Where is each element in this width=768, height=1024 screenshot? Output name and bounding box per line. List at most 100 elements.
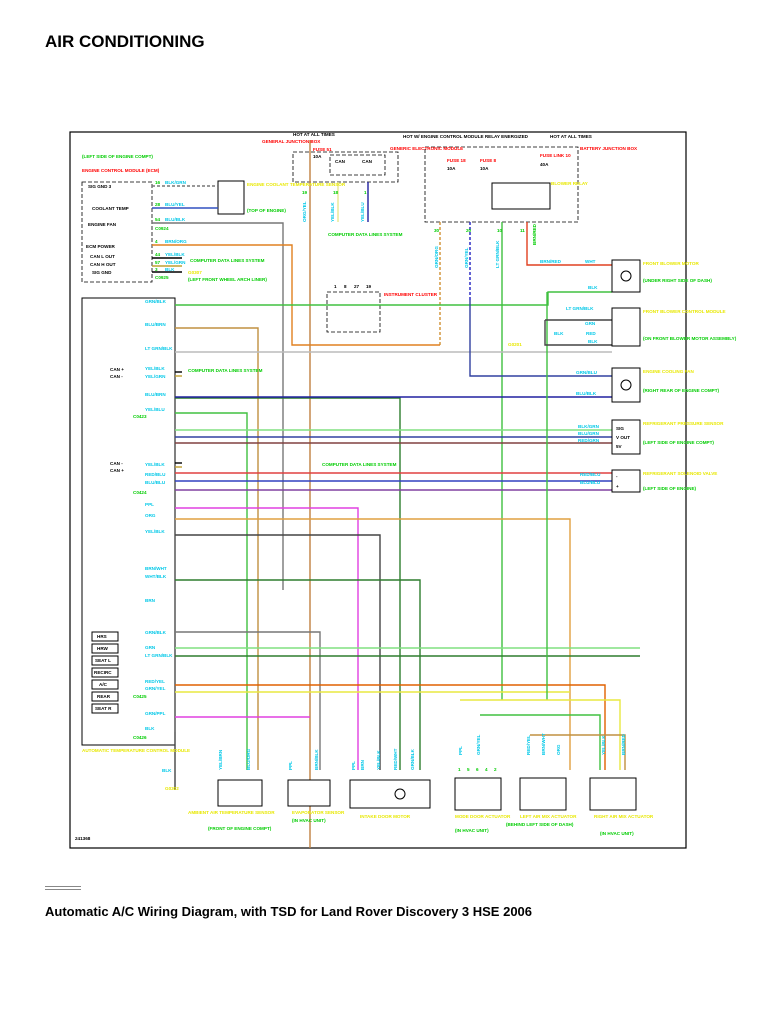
instrument-cluster-box <box>326 291 381 333</box>
wires <box>152 140 640 848</box>
pin-number: 1 <box>364 190 367 195</box>
wire-label: YEL/GRN <box>165 260 186 265</box>
wire-label: GRN/PPL <box>145 711 166 716</box>
wire-label: BLU/BLU <box>145 480 166 485</box>
wire-label: YEL/BLK <box>145 366 165 371</box>
label: FUSE 18 <box>447 158 466 163</box>
figure-caption: Automatic A/C Wiring Diagram, with TSD f… <box>45 904 533 919</box>
label: (LEFT SIDE OF ENGINE COMPT) <box>82 154 153 159</box>
label: FRONT BLOWER MOTOR <box>643 261 699 266</box>
wire-label: YEL/BLK <box>145 462 165 467</box>
label: 10A <box>447 166 456 171</box>
wire-label: BLU/BLU <box>580 480 601 485</box>
left-air-mix-actuator <box>519 777 567 811</box>
wire-label: PPL <box>351 761 356 770</box>
label: (LEFT FRONT WHEEL ARCH LINER) <box>188 277 267 282</box>
page-title: AIR CONDITIONING <box>45 32 205 51</box>
wire-label: BRN/RED <box>532 223 537 245</box>
evaporator-sensor <box>287 779 331 807</box>
can-label: CAN + <box>110 367 124 372</box>
wire-label: PPL <box>145 502 154 507</box>
connector-label: C0924 <box>155 226 169 231</box>
mode-door-actuator <box>454 777 502 811</box>
pin-label: + <box>616 484 619 489</box>
wire-label: BRN/RED <box>621 733 626 755</box>
ecm-box <box>81 181 153 283</box>
label: BATTERY JUNCTION BOX <box>580 146 638 151</box>
wire-label: RED/YEL <box>145 679 165 684</box>
label: (FRONT OF ENGINE COMPT) <box>208 826 272 831</box>
pin-number: 54 <box>155 217 161 222</box>
wire-label: GRN/YEL <box>145 686 166 691</box>
pin-label: - <box>616 474 618 479</box>
label: (LEFT SIDE OF ENGINE) <box>643 486 697 491</box>
wire-label: GRN <box>585 321 596 326</box>
wire-label: BLK <box>145 726 155 731</box>
wire-label: PPL <box>458 746 463 755</box>
diagram-frame <box>69 131 687 849</box>
generic-electronic-module <box>329 154 386 176</box>
wire-label: RED <box>586 331 596 336</box>
blower-relay <box>491 182 551 210</box>
pin-number: 16 <box>155 180 161 185</box>
label: (ON FRONT BLOWER MOTOR ASSEMBLY) <box>643 336 737 341</box>
can-label: CAN + <box>110 468 124 473</box>
label: G0307 <box>188 270 202 275</box>
can-label: CAN - <box>110 461 123 466</box>
wire-label: BRN/RED <box>540 259 562 264</box>
front-blower-motor <box>611 259 641 293</box>
wire-label: YEL/BRN <box>218 749 223 770</box>
pin-label: V OUT <box>616 435 630 440</box>
pin-number: 19 <box>366 284 372 289</box>
btn-rear: REAR <box>97 694 111 699</box>
pin-number: 20 <box>466 228 472 233</box>
pin-number: 57 <box>155 260 161 265</box>
intake-wire-labels: PPL BRN YEL/BLK RED/WHT GRN/BLK <box>351 748 415 770</box>
label: REFRIGERANT PRESSURE SENSOR <box>643 421 724 426</box>
label: GENERAL JUNCTION BOX <box>262 139 321 144</box>
wire-label: BRN/WHT <box>145 566 167 571</box>
label: 10A <box>313 154 322 159</box>
label: 10A <box>480 166 489 171</box>
wire-label: BLK <box>554 331 564 336</box>
wire-label: RED/BLU <box>580 472 601 477</box>
wire-label: YEL/BLK <box>165 252 185 257</box>
label: ENGINE COOLING FAN <box>643 369 694 374</box>
label: HOT AT ALL TIMES <box>293 132 335 137</box>
wire-label: LT GRN/BLK <box>566 306 594 311</box>
label: COMPUTER DATA LINES SYSTEM <box>188 368 263 373</box>
wire-label: RED/YEL <box>526 735 531 755</box>
label: FRONT BLOWER CONTROL MODULE <box>643 309 726 314</box>
label: MODE DOOR ACTUATOR <box>455 814 511 819</box>
atc-module-label: AUTOMATIC TEMPERATURE CONTROL MODULE <box>82 748 190 753</box>
wire-label: BLK <box>588 285 598 290</box>
label: (LEFT SIDE OF ENGINE COMPT) <box>643 440 714 445</box>
wire-label: GRN/BLK <box>145 299 167 304</box>
wire-label: BLK/GRN <box>165 180 187 185</box>
wire-label: BLU/BRN <box>145 392 166 397</box>
wire-label: GRN/YEL <box>464 247 469 268</box>
wire-label: BLU/GRN <box>578 431 600 436</box>
wire-label: RED/GRN <box>578 438 600 443</box>
wire-label: GRN <box>145 645 156 650</box>
label: (IN HVAC UNIT) <box>600 831 634 836</box>
connector-label: C0424 <box>133 490 147 495</box>
wire-label: GRN/ORG <box>434 246 439 268</box>
pin-number: 2 <box>494 767 497 772</box>
intake-motor-icon <box>394 788 406 800</box>
ecm-pin: CAN L OUT <box>90 254 115 259</box>
wire-label: BLU/BRN <box>145 322 166 327</box>
wire-label: GRN/YEL <box>476 734 481 755</box>
label: G0201 <box>508 342 522 347</box>
wire-label: BLU/BLK <box>576 391 597 396</box>
wire-label: GRN/BLK <box>410 748 415 770</box>
ecm-pin: SIG GND <box>92 270 112 275</box>
label: (UNDER RIGHT SIDE OF DASH) <box>643 278 712 283</box>
wire-label: BRN/WHT <box>541 733 546 755</box>
ecm-pin: ENGINE FAN <box>88 222 117 227</box>
ecm-pin: ECM POWER <box>86 244 116 249</box>
wire-label: BRN <box>145 598 156 603</box>
label: FUSE 51 <box>313 147 332 152</box>
label: LEFT AIR MIX ACTUATOR <box>520 814 577 819</box>
refrigerant-solenoid-valve <box>611 469 641 493</box>
